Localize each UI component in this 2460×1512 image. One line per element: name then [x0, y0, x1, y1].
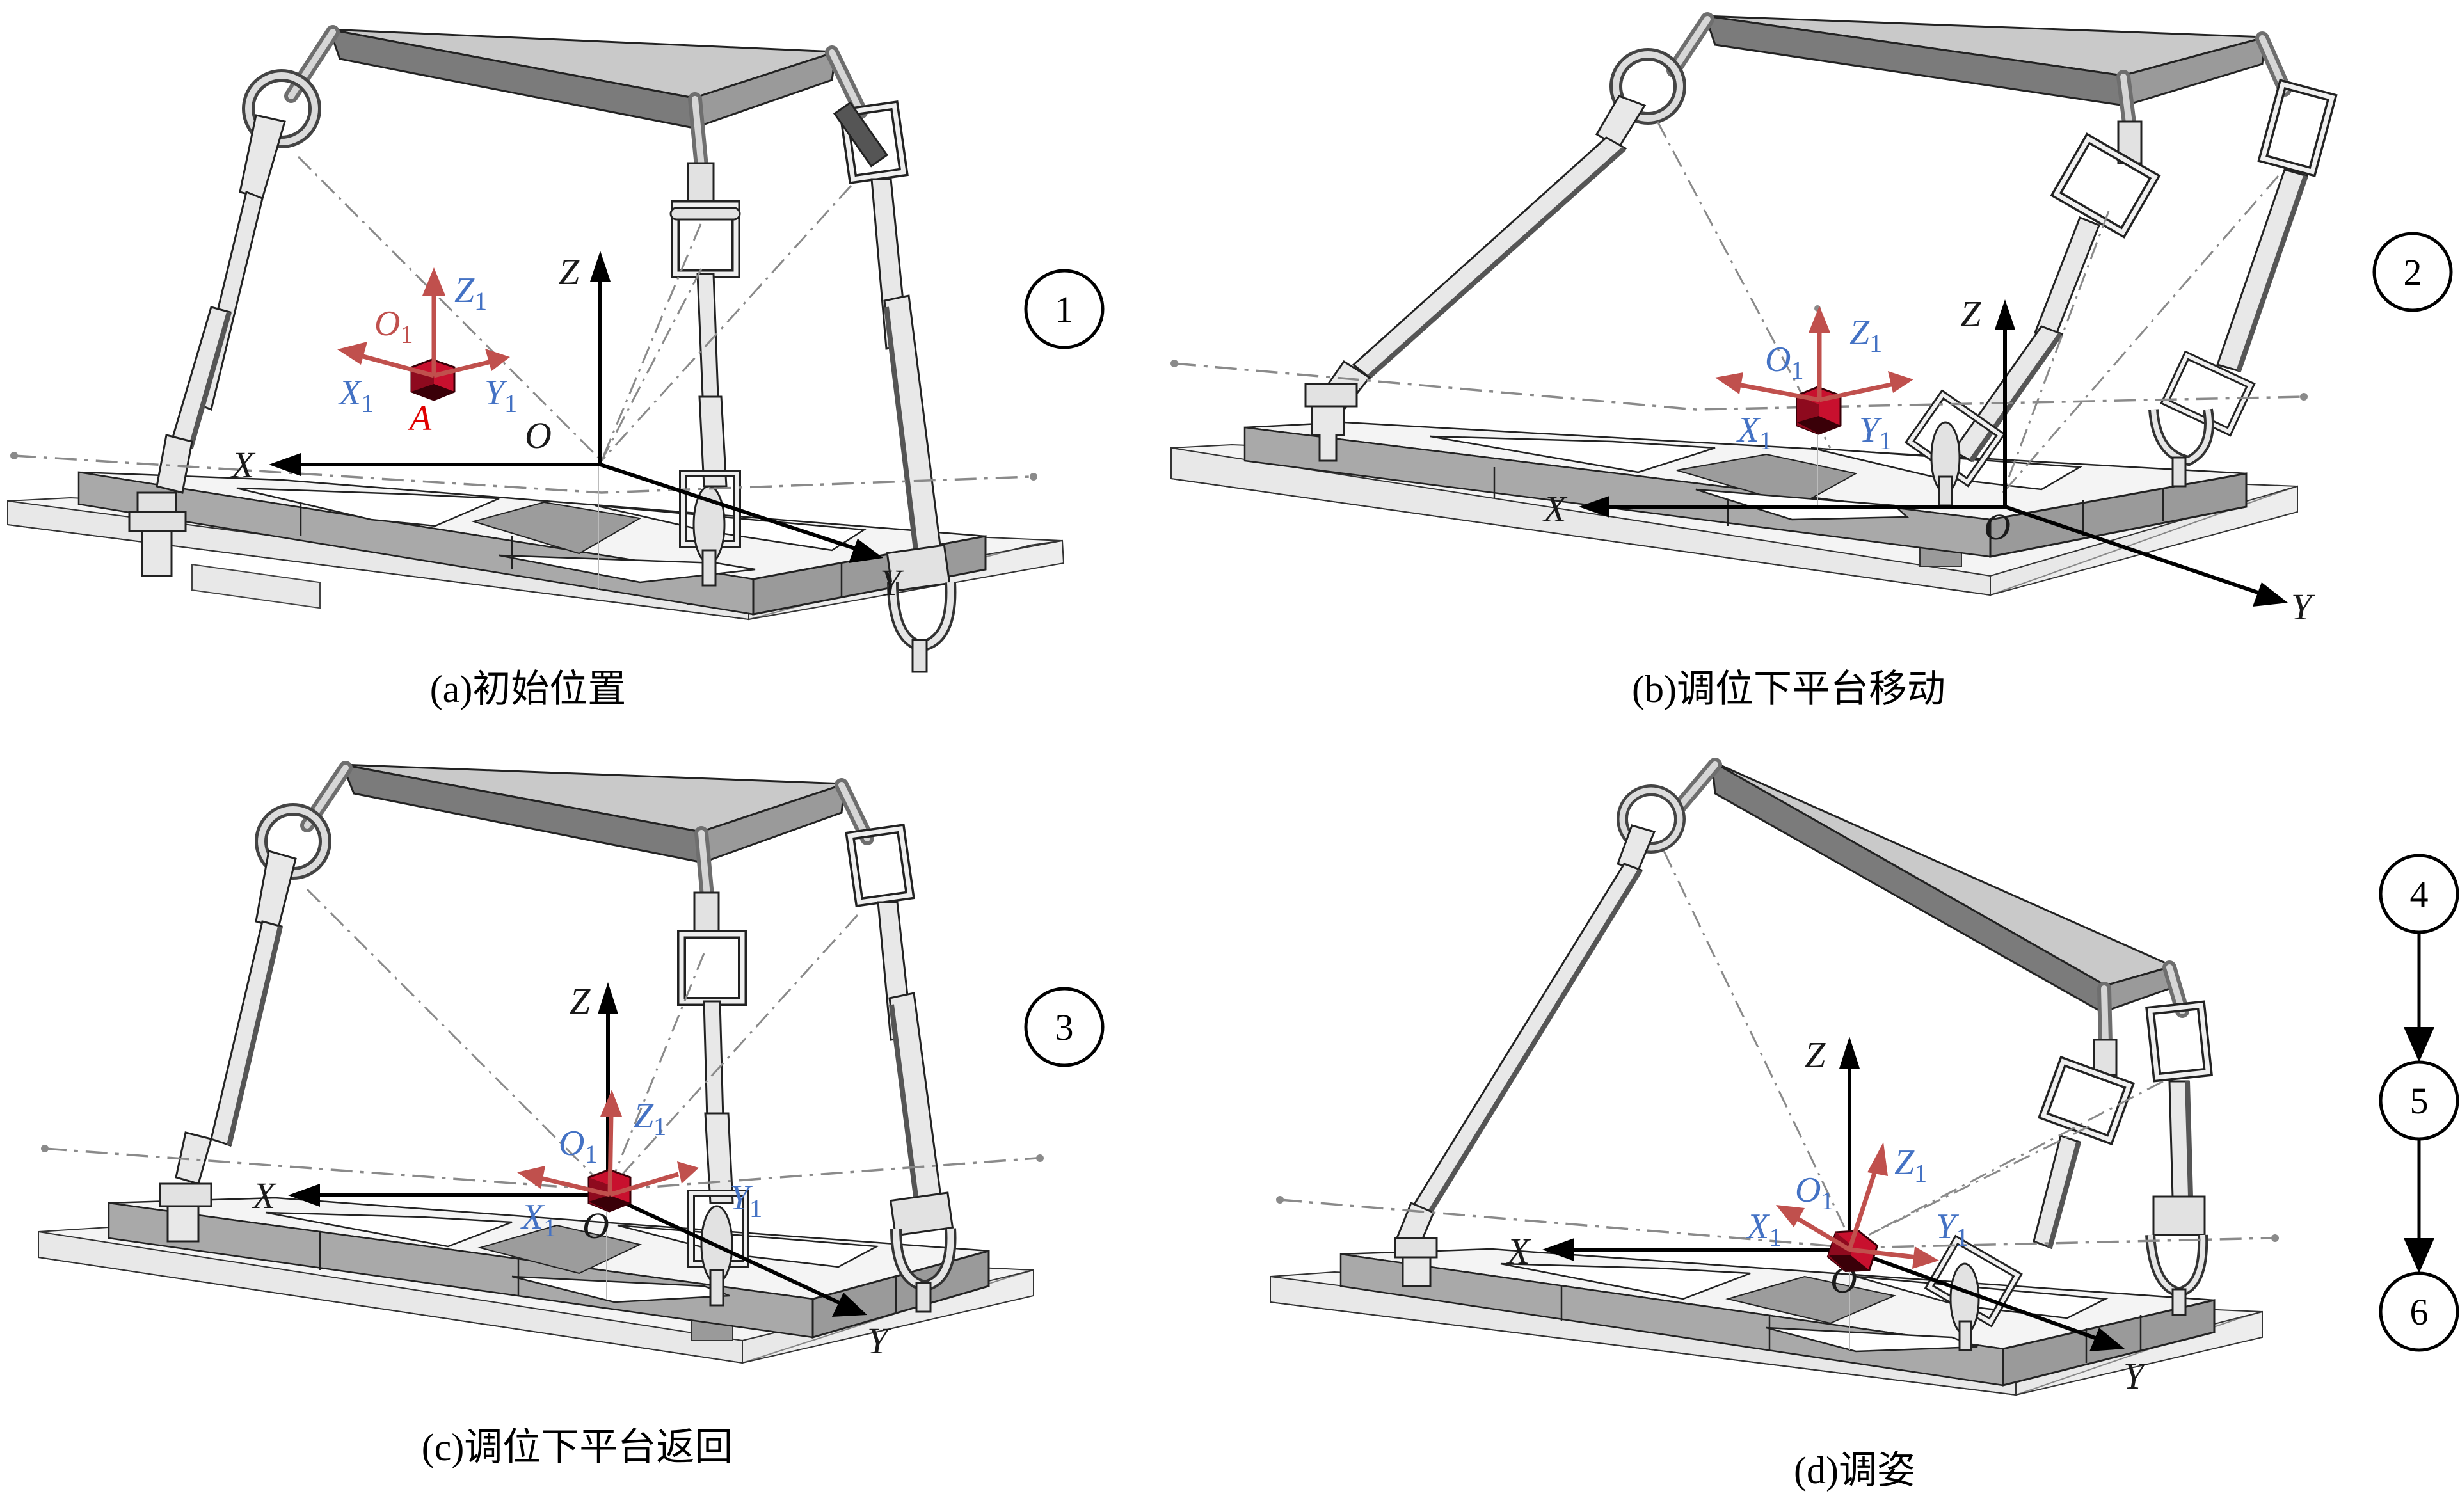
z-arrowhead	[590, 251, 611, 282]
axis-label-y: Y	[867, 1320, 891, 1362]
svg-text:1: 1	[1055, 289, 1074, 330]
leg-1	[159, 761, 353, 1243]
leg-3	[835, 778, 957, 1313]
svg-text:6: 6	[2410, 1291, 2429, 1333]
moving-origin-label-o1: O1	[1765, 340, 1803, 385]
leg-3	[825, 45, 957, 673]
fixed-frame-c: Z X Y O	[252, 980, 891, 1362]
red-block	[410, 358, 456, 401]
point-label-a: A	[407, 399, 432, 438]
origin-label-o: O	[1984, 506, 2011, 548]
leg-1	[1394, 758, 1722, 1287]
leg-2	[1924, 982, 2136, 1351]
lower-platform	[1243, 421, 2248, 558]
step-marker-3: 3	[1024, 987, 1105, 1067]
moving-axis-label-x1: X1	[1746, 1207, 1782, 1252]
leg-1	[128, 25, 340, 577]
upper-platform	[328, 28, 837, 130]
axis-label-x: X	[252, 1175, 277, 1216]
svg-text:4: 4	[2410, 873, 2429, 915]
moving-axis-label-x1: X1	[1736, 410, 1772, 455]
moving-origin-label-o1: O1	[374, 304, 413, 349]
flow-arrow-5-6	[2404, 1238, 2434, 1273]
moving-axis-label-y1: Y1	[484, 373, 517, 418]
panel-c: Z X Y O Z1 O1 X1 Y1 3 (c)调位下平台返回	[38, 761, 1105, 1468]
leg-1	[1304, 12, 1714, 462]
svg-text:3: 3	[1055, 1007, 1074, 1048]
moving-axis-label-x1: X1	[520, 1197, 556, 1242]
origin-label-o: O	[582, 1205, 609, 1246]
origin-label-o: O	[525, 415, 552, 456]
upper-platform	[1704, 15, 2267, 107]
axis-label-z: Z	[559, 251, 580, 292]
moving-frame-c: Z1 O1 X1 Y1	[517, 1090, 762, 1242]
moving-origin-label-o1: O1	[559, 1124, 597, 1168]
step-marker-1: 1	[1024, 269, 1105, 349]
axis-label-x: X	[1506, 1230, 1531, 1272]
caption-b: (b)调位下平台移动	[1632, 668, 1945, 710]
fixed-frame-a: Z X Y O	[230, 251, 904, 603]
leg-3	[2148, 31, 2338, 488]
moving-frame-a: Z1 O1 X1 Y1 A	[337, 267, 517, 438]
caption-a: (a)初始位置	[430, 668, 627, 710]
step-marker-6: 6	[2379, 1271, 2459, 1352]
caption-c: (c)调位下平台返回	[422, 1426, 733, 1468]
caption-d: (d)调姿	[1794, 1449, 1915, 1492]
y-arrowhead	[849, 539, 883, 563]
leg-2	[669, 92, 741, 587]
panel-d: Z X Y O Z1 O1 X1 Y1	[1270, 758, 2459, 1492]
moving-axis-label-y1: Y1	[1859, 410, 1892, 455]
moving-axis-label-z1: Z1	[634, 1096, 666, 1141]
axis-label-z: Z	[570, 980, 591, 1022]
construction-lines-b	[1170, 121, 2308, 505]
moving-axis-label-y1: Y1	[730, 1178, 762, 1223]
axis-label-y: Y	[880, 562, 904, 603]
axis-label-y: Y	[2123, 1355, 2148, 1397]
panel-b: Z X Y O Z1 O1 X1 Y1 2 (b)调位下平台移动	[1170, 12, 2453, 710]
panel-a: Z X Y O Z1 O1 X1 Y1 A 1	[7, 25, 1105, 710]
moving-origin-label-o1: O1	[1795, 1170, 1833, 1215]
moving-axis-label-z1: Z1	[1894, 1143, 1927, 1188]
construction-lines-a	[10, 155, 1037, 589]
lower-platform	[1339, 1248, 2216, 1387]
moving-axis-label-z1: Z1	[1849, 313, 1882, 358]
axis-label-x: X	[230, 444, 256, 486]
moving-frame-d: Z1 O1 X1 Y1	[1746, 1142, 1969, 1273]
leg-2	[677, 826, 749, 1307]
moving-axis-label-y1: Y1	[1936, 1207, 1969, 1252]
flow-arrow-4-5	[2404, 1027, 2434, 1062]
x-arrowhead	[269, 453, 301, 476]
axis-label-z: Z	[1805, 1034, 1826, 1076]
upper-platform	[1711, 760, 2176, 1014]
svg-text:2: 2	[2404, 251, 2422, 293]
step-marker-4: 4	[2379, 854, 2459, 934]
step-flow: 4 5 6	[2379, 854, 2459, 1352]
moving-axis-label-z1: Z1	[454, 271, 487, 315]
upper-platform	[340, 763, 846, 864]
leg-2	[1904, 70, 2161, 507]
moving-axis-label-x1: X1	[338, 373, 374, 418]
fixed-frame-b: Z X Y O	[1542, 293, 2315, 628]
step-marker-2: 2	[2372, 232, 2453, 312]
leg-3	[2145, 960, 2214, 1316]
moving-frame-b: Z1 O1 X1 Y1	[1715, 306, 1913, 455]
axis-label-z: Z	[1960, 293, 1981, 335]
svg-text:5: 5	[2410, 1080, 2429, 1122]
step-marker-5: 5	[2379, 1060, 2459, 1141]
axis-label-y: Y	[2291, 586, 2315, 628]
axis-label-x: X	[1542, 488, 1568, 530]
